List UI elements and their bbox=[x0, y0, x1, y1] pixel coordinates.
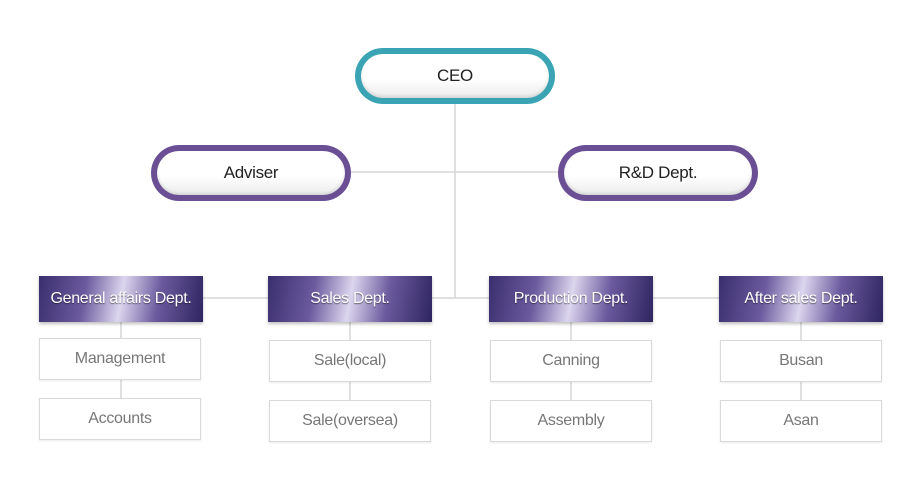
unit-sale-oversea: Sale(oversea) bbox=[269, 400, 431, 442]
unit-canning: Canning bbox=[490, 340, 652, 382]
unit-busan: Busan bbox=[720, 340, 882, 382]
dept-sales: Sales Dept. bbox=[268, 276, 432, 322]
ceo-node: CEO bbox=[355, 48, 555, 104]
rnd-node: R&D Dept. bbox=[558, 145, 758, 201]
rnd-label: R&D Dept. bbox=[564, 151, 752, 195]
adviser-node: Adviser bbox=[151, 145, 351, 201]
unit-management: Management bbox=[39, 338, 201, 380]
adviser-label: Adviser bbox=[157, 151, 345, 195]
dept-production: Production Dept. bbox=[489, 276, 653, 322]
ceo-label: CEO bbox=[361, 54, 549, 98]
dept-general-affairs: General affairs Dept. bbox=[39, 276, 203, 322]
unit-asan: Asan bbox=[720, 400, 882, 442]
dept-after-sales: After sales Dept. bbox=[719, 276, 883, 322]
unit-assembly: Assembly bbox=[490, 400, 652, 442]
unit-accounts: Accounts bbox=[39, 398, 201, 440]
unit-sale-local: Sale(local) bbox=[269, 340, 431, 382]
